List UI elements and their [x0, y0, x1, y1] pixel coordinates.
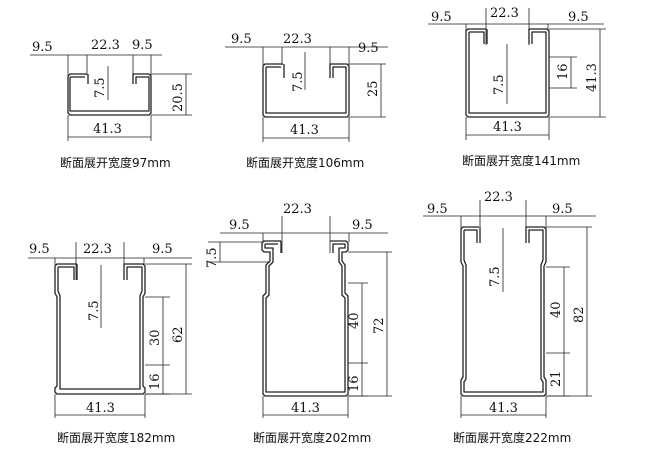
dim-top-right: 9.5	[132, 38, 153, 53]
caption: 断面展开宽度97mm	[60, 155, 171, 170]
dim-height: 82	[572, 306, 587, 323]
caption: 断面展开宽度202mm	[253, 430, 371, 445]
dim-top-mid: 22.3	[283, 202, 312, 217]
dim-height: 62	[171, 326, 186, 343]
dim-width: 41.3	[489, 401, 518, 416]
dim-height: 72	[372, 317, 387, 334]
dim-top-left: 9.5	[32, 40, 53, 55]
dim-slot: 40	[549, 301, 564, 318]
caption: 断面展开宽度222mm	[453, 430, 571, 445]
dim-lip: 7.5	[205, 247, 220, 268]
dim-top-mid: 22.3	[283, 32, 312, 47]
dim-top-mid: 22.3	[83, 242, 112, 257]
dim-top-right: 9.5	[358, 41, 379, 56]
dim-width: 41.3	[290, 123, 319, 138]
profile-1: 9.5 22.3 9.5 7.5 20.5 41.3 断面展开宽度97mm	[30, 38, 192, 170]
dim-top-mid: 22.3	[490, 6, 519, 21]
dim-height: 41.3	[585, 63, 600, 92]
dim-width: 41.3	[291, 401, 320, 416]
dim-slot: 30	[148, 329, 163, 346]
dim-top-right: 9.5	[568, 10, 589, 25]
dim-top-left: 9.5	[431, 10, 452, 25]
profile-5: 9.5 22.3 9.5 7.5 40 16 72 41.3 断面展开宽度202…	[205, 202, 392, 445]
dim-lip: 7.5	[492, 74, 507, 95]
dim-slot: 40	[347, 312, 362, 329]
dim-width: 41.3	[86, 401, 115, 416]
dim-top-right: 9.5	[352, 218, 373, 233]
dim-top-left: 9.5	[231, 32, 252, 47]
caption: 断面展开宽度106mm	[246, 155, 364, 170]
dim-height: 25	[366, 80, 381, 97]
profile-6: 9.5 22.3 9.5 7.5 40 21 82 41.3 断面展开宽度222…	[423, 190, 596, 445]
dim-top-mid: 22.3	[91, 38, 120, 53]
dim-lip: 7.5	[93, 77, 108, 98]
dim-width: 41.3	[93, 122, 122, 137]
dim-top-left: 9.5	[229, 218, 250, 233]
dim-hole: 16	[556, 63, 571, 80]
profile-2: 9.5 22.3 9.5 7.5 25 41.3 断面展开宽度106mm	[225, 32, 388, 170]
dim-lip: 7.5	[488, 266, 503, 287]
caption: 断面展开宽度182mm	[57, 430, 175, 445]
dim-top-right: 9.5	[552, 202, 573, 217]
caption: 断面展开宽度141mm	[462, 153, 580, 168]
dim-top-mid: 22.3	[484, 190, 513, 205]
dim-bottom: 16	[148, 373, 163, 390]
dim-top-left: 9.5	[29, 242, 50, 257]
profile-3: 9.5 22.3 9.5 7.5 16 41.3 41.3 断面展开宽度141m…	[428, 6, 606, 168]
dim-bottom: 21	[549, 370, 564, 387]
dim-height: 20.5	[171, 83, 186, 112]
dim-lip: 7.5	[87, 300, 102, 321]
dim-bottom: 16	[347, 375, 362, 392]
dim-top-left: 9.5	[427, 202, 448, 217]
dim-lip: 7.5	[291, 71, 306, 92]
profile-4: 9.5 22.3 9.5 7.5 30 16 62 41.3 断面展开宽度182…	[28, 242, 192, 445]
dim-width: 41.3	[493, 120, 522, 135]
dim-top-right: 9.5	[152, 242, 173, 257]
